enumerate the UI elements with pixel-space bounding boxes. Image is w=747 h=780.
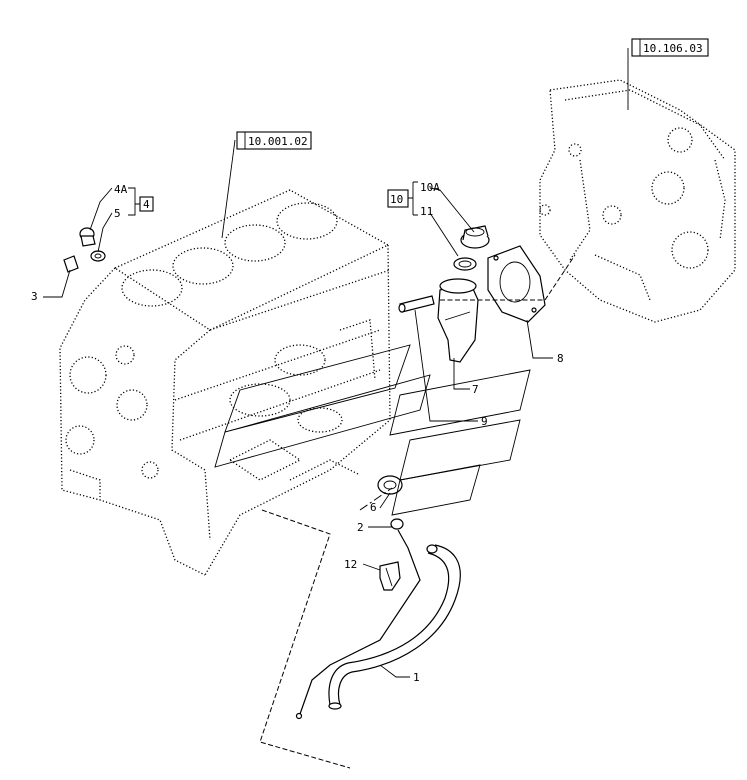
part-2-dipstick (295, 518, 421, 720)
ref-box-10-106-03: 10.106.03 (631, 38, 709, 57)
part-1-dipstick-tube (328, 544, 461, 710)
part-7-filler-neck (437, 278, 479, 363)
part-3-bushing (63, 255, 79, 273)
part-12-clip (379, 561, 401, 591)
label-part-11: 11 (420, 205, 433, 218)
leader-lines (43, 48, 629, 769)
label-part-8: 8 (557, 352, 564, 365)
part-5-washer (90, 250, 106, 262)
label-4-box: 4 (143, 198, 150, 211)
engine-block-drawing (59, 189, 391, 576)
part-10a-filler-cap (460, 225, 490, 249)
label-part-3: 3 (31, 290, 38, 303)
box-10: 10 (387, 181, 418, 216)
part-4a-plug (79, 227, 96, 247)
label-part-10a: 10A (420, 181, 440, 194)
label-part-4a: 4A (114, 183, 128, 196)
label-part-2: 2 (357, 521, 364, 534)
part-9-bolt (398, 295, 435, 313)
box-4: 4 (128, 187, 154, 216)
label-part-5: 5 (114, 207, 121, 220)
part-8-gasket (487, 245, 546, 323)
label-10-box: 10 (390, 193, 403, 206)
ref-label-10-106-03: 10.106.03 (643, 42, 703, 55)
label-part-6: 6 (370, 501, 377, 514)
timing-cover-drawing (539, 79, 736, 323)
label-part-7: 7 (472, 383, 479, 396)
ref-box-10-001-02: 10.001.02 (236, 131, 312, 150)
ref-label-10-001-02: 10.001.02 (248, 135, 308, 148)
label-part-1: 1 (413, 671, 420, 684)
part-11-o-ring (453, 257, 477, 271)
orientation-panels (214, 344, 531, 516)
label-part-12: 12 (344, 558, 357, 571)
label-part-9: 9 (481, 415, 488, 428)
